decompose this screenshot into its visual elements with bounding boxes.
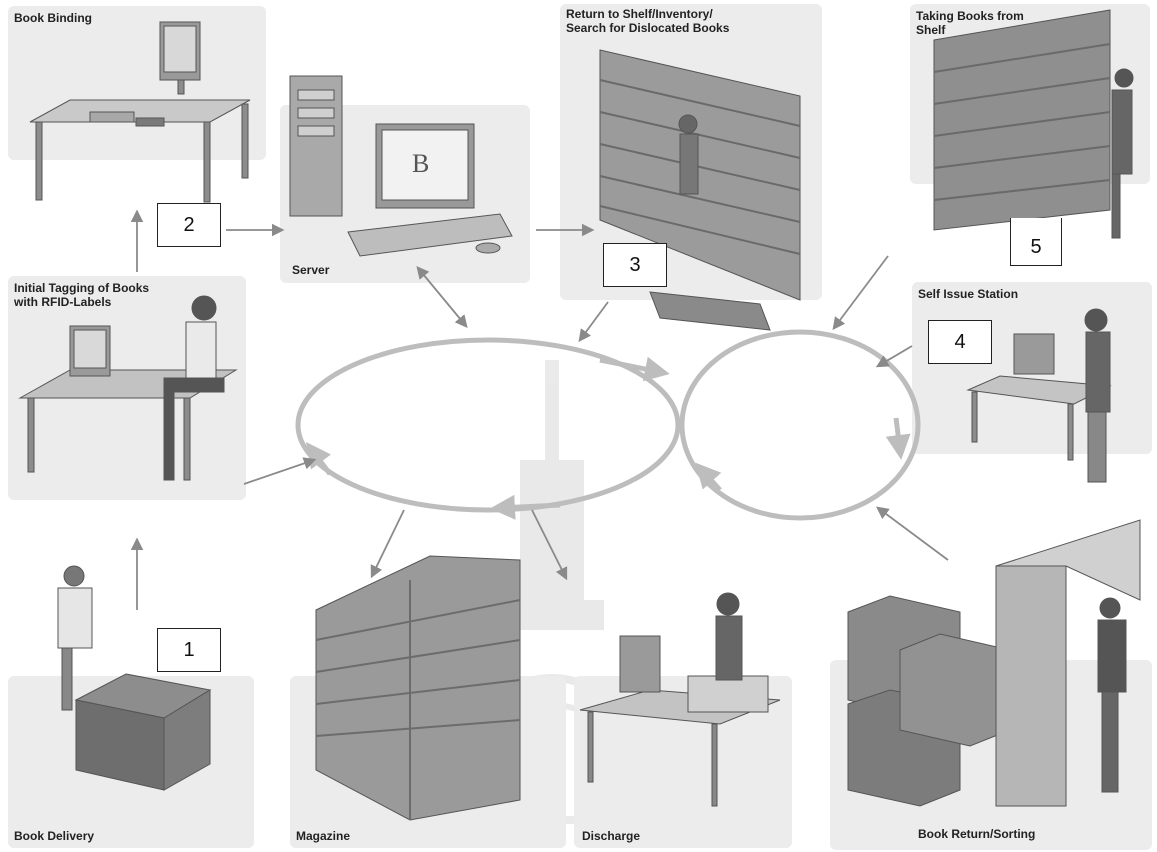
step-box-5: 5 bbox=[1010, 218, 1062, 266]
panel-book-return: Book Return/Sorting bbox=[830, 519, 1152, 850]
label-return-to-shelf-line2: Search for Dislocated Books bbox=[566, 21, 730, 35]
arrow-loop-to-magazine bbox=[370, 509, 405, 579]
bookshelf-with-cart-icon bbox=[599, 49, 801, 331]
return-sorting-machine-icon bbox=[847, 519, 1141, 807]
panel-discharge: Discharge bbox=[574, 592, 792, 848]
arrow-return-to-loop bbox=[875, 506, 949, 561]
panel-self-issue: Self Issue Station bbox=[912, 282, 1152, 483]
panel-server: Server B bbox=[280, 75, 530, 283]
label-self-issue: Self Issue Station bbox=[918, 287, 1018, 301]
step-box-3: 3 bbox=[603, 243, 667, 287]
panel-book-delivery: Book Delivery bbox=[8, 565, 254, 848]
label-book-binding: Book Binding bbox=[14, 11, 92, 25]
panel-magazine: Magazine bbox=[290, 555, 566, 848]
label-taking-books-line2: Shelf bbox=[916, 23, 946, 37]
server-computer-icon: B bbox=[289, 75, 513, 257]
arrow-loop-to-discharge bbox=[531, 509, 568, 581]
flow-arrows bbox=[130, 209, 949, 610]
step-box-1: 1 bbox=[157, 628, 221, 672]
label-initial-tagging-line1: Initial Tagging of Books bbox=[14, 281, 149, 295]
panel-taking-books: Taking Books from Shelf bbox=[910, 4, 1150, 239]
label-taking-books-line1: Taking Books from bbox=[916, 9, 1024, 23]
panel-initial-tagging: Initial Tagging of Books with RFID-Label… bbox=[8, 276, 246, 500]
bookshelf-reader-icon bbox=[933, 9, 1134, 239]
label-return-to-shelf-line1: Return to Shelf/Inventory/ bbox=[566, 7, 713, 21]
label-initial-tagging-line2: with RFID-Labels bbox=[13, 295, 112, 309]
arrow-taking-books-to-loop bbox=[832, 255, 889, 331]
arrow-tagging-to-loop bbox=[243, 457, 317, 485]
arrow-server-loop-bidirectional bbox=[416, 266, 468, 328]
step-box-4: 4 bbox=[928, 320, 992, 364]
issue-return-loop bbox=[679, 329, 921, 521]
desk-with-monitor-icon bbox=[29, 21, 251, 203]
label-magazine: Magazine bbox=[296, 829, 350, 843]
label-discharge: Discharge bbox=[582, 829, 640, 843]
label-book-return: Book Return/Sorting bbox=[918, 827, 1035, 841]
discharge-desk-worker-icon bbox=[579, 592, 781, 807]
self-issue-kiosk-icon bbox=[966, 308, 1112, 483]
server-logo: B bbox=[412, 149, 429, 178]
tagging-desk-worker-icon bbox=[18, 295, 238, 481]
delivery-cart-worker-icon bbox=[57, 565, 212, 791]
step-box-2: 2 bbox=[157, 203, 221, 247]
label-server: Server bbox=[292, 263, 330, 277]
panel-return-to-shelf: Return to Shelf/Inventory/ Search for Di… bbox=[560, 4, 822, 331]
arrow-shelf-to-loop bbox=[578, 301, 609, 343]
panel-book-binding: Book Binding bbox=[8, 6, 266, 203]
magazine-shelves-icon bbox=[315, 555, 521, 821]
arrow-self-issue-to-loop bbox=[875, 345, 913, 368]
label-book-delivery: Book Delivery bbox=[14, 829, 94, 843]
main-circulation-loop bbox=[295, 337, 681, 520]
